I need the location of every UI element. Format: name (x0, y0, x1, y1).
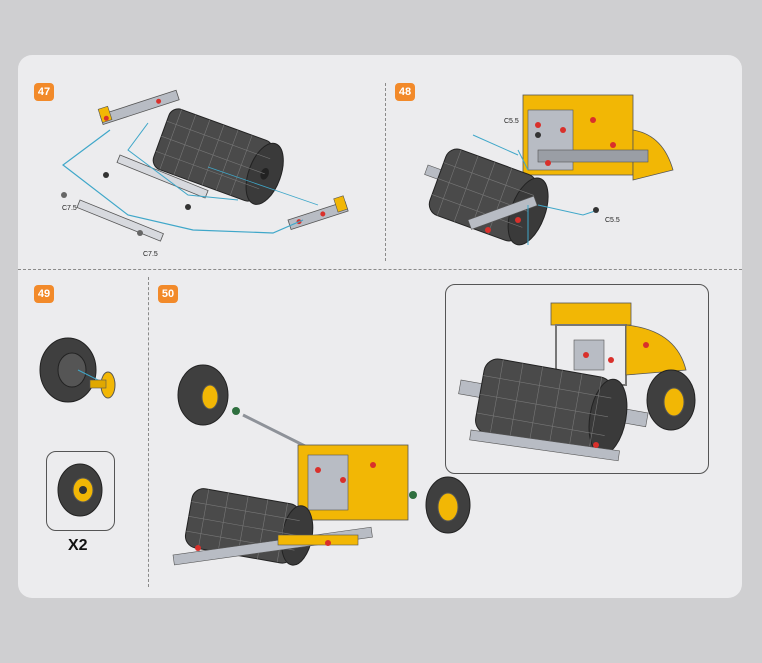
step-47-illustration (61, 89, 349, 242)
step-47-part-label-2: C7.5 (143, 251, 158, 258)
divider-vertical-top (385, 83, 386, 261)
completed-roller-illustration (458, 302, 696, 462)
completed-model-frame (445, 284, 709, 474)
step-48-part-label-1: C5.5 (504, 118, 519, 125)
step-49-badge: 49 (34, 285, 54, 303)
instruction-page: 47 48 49 50 (18, 55, 742, 598)
step-50-badge: 50 (158, 285, 178, 303)
step-49-result-frame (46, 451, 115, 531)
step-48-illustration (424, 94, 674, 246)
step-50-illustration (172, 364, 471, 566)
step-47-part-label-1: C7.5 (62, 205, 77, 212)
assembled-wheel-illustration (57, 463, 103, 517)
divider-vertical-bottom (148, 277, 149, 587)
step-48-badge: 48 (395, 83, 415, 101)
divider-horizontal (18, 269, 742, 270)
step-49-wheel-hub-illustration (39, 337, 116, 403)
step-47-badge: 47 (34, 83, 54, 101)
step-49-quantity: X2 (68, 537, 88, 554)
step-48-part-label-2: C5.5 (605, 217, 620, 224)
